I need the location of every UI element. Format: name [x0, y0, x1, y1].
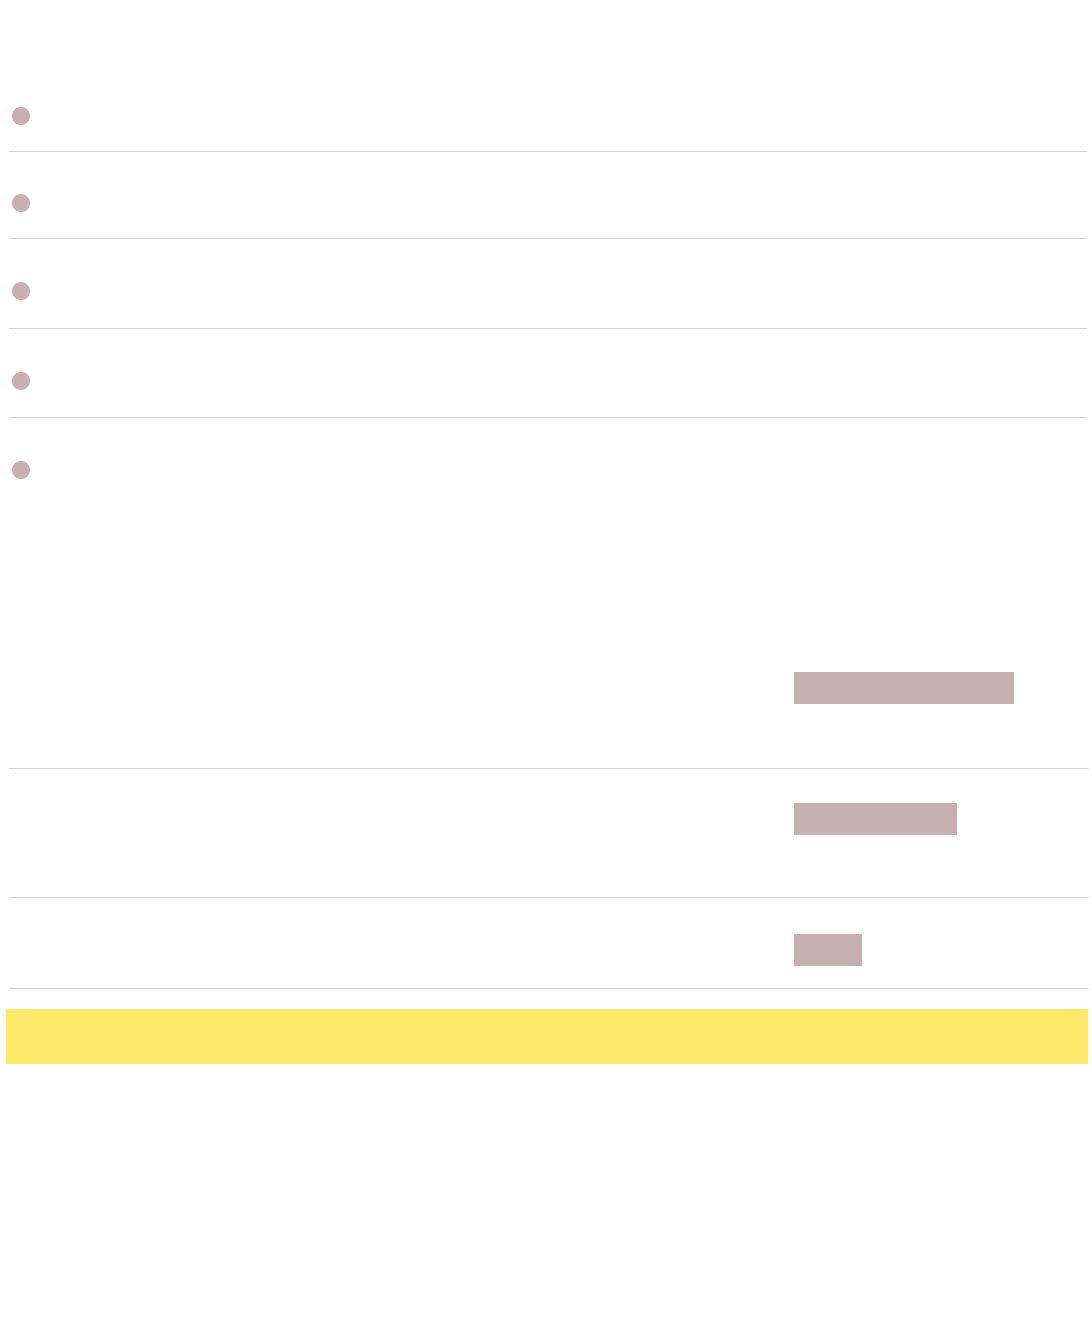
radio-dot-icon[interactable] — [12, 107, 30, 125]
option-list — [9, 72, 1087, 508]
option-row[interactable] — [9, 239, 1087, 329]
option-row[interactable] — [9, 152, 1087, 239]
value-list — [9, 640, 1089, 989]
value-row — [9, 898, 1089, 989]
value-row — [9, 640, 1089, 769]
radio-dot-icon[interactable] — [12, 194, 30, 212]
value-bar — [794, 934, 862, 966]
option-row[interactable] — [9, 418, 1087, 508]
option-row[interactable] — [9, 329, 1087, 418]
notice-banner — [6, 1009, 1088, 1064]
radio-dot-icon[interactable] — [12, 461, 30, 479]
radio-dot-icon[interactable] — [12, 282, 30, 300]
value-bar — [794, 672, 1014, 704]
option-row[interactable] — [9, 72, 1087, 152]
value-row — [9, 769, 1089, 898]
value-bar — [794, 803, 957, 835]
radio-dot-icon[interactable] — [12, 372, 30, 390]
